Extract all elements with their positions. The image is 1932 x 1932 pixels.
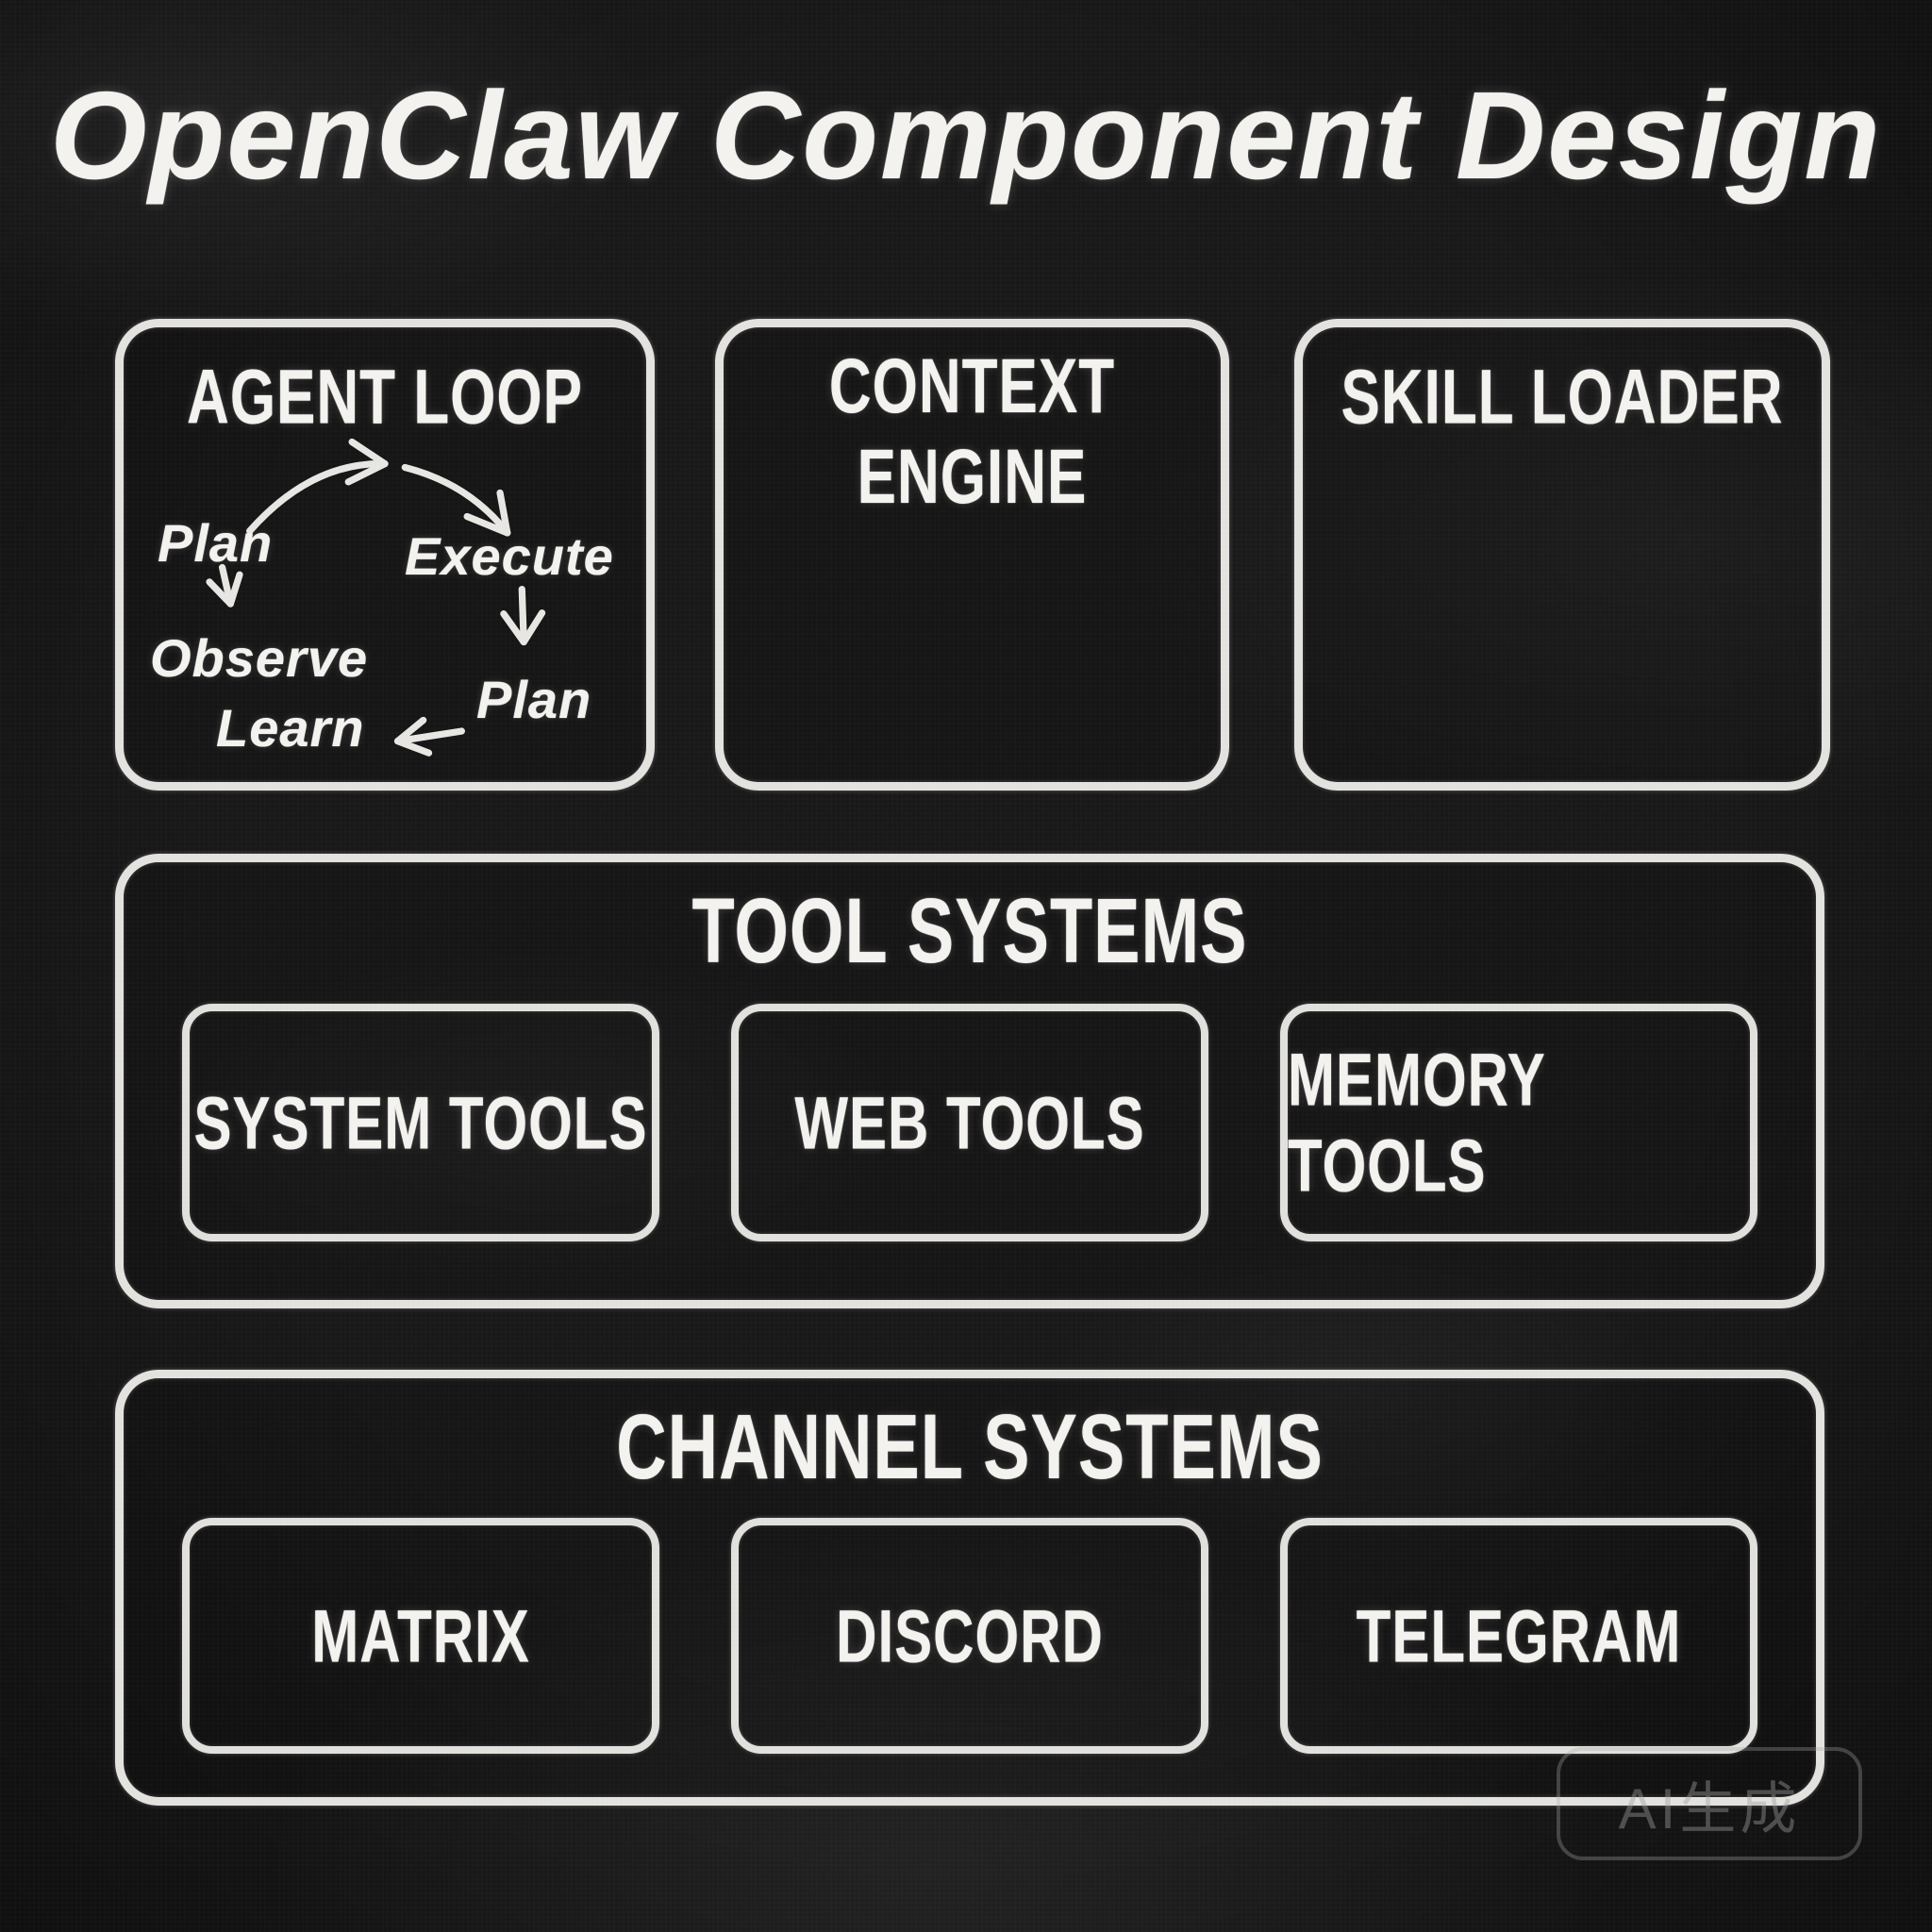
flow-node-observe: Observe [150,628,369,688]
box-telegram: TELEGRAM [1280,1518,1757,1754]
context-engine-header: CONTEXT ENGINE [724,343,1221,521]
box-tool-systems: TOOL SYSTEMS SYSTEM TOOLS WEB TOOLS MEMO… [115,854,1824,1308]
box-channel-systems: CHANNEL SYSTEMS MATRIX DISCORD TELEGRAM [115,1370,1824,1806]
ai-watermark-label: AI生成 [1618,1776,1801,1840]
box-skill-loader: SKILL LOADER [1294,319,1830,791]
arrow-execute-to-plan-icon [500,586,546,646]
flow-node-learn: Learn [216,698,365,758]
telegram-label: TELEGRAM [1356,1593,1682,1678]
ai-watermark-badge: AI生成 [1557,1747,1862,1860]
discord-label: DISCORD [836,1593,1104,1678]
agent-loop-header: AGENT LOOP [124,355,646,441]
flow-node-plan-next: Plan [476,670,592,729]
box-context-engine: CONTEXT ENGINE [715,319,1229,791]
memory-tools-label: MEMORY TOOLS [1288,1038,1545,1208]
channel-systems-row: MATRIX DISCORD TELEGRAM [182,1518,1757,1754]
system-tools-label: SYSTEM TOOLS [193,1080,648,1165]
box-memory-tools: MEMORY TOOLS [1280,1004,1757,1241]
box-discord: DISCORD [731,1518,1208,1754]
channel-systems-header: CHANNEL SYSTEMS [124,1395,1816,1499]
box-system-tools: SYSTEM TOOLS [182,1004,659,1241]
page-title: OpenClaw Component Design [49,66,1883,205]
tool-systems-row: SYSTEM TOOLS WEB TOOLS MEMORY TOOLS [182,1004,1757,1241]
skill-loader-title: SKILL LOADER [1341,354,1784,441]
tool-systems-header: TOOL SYSTEMS [124,879,1816,983]
box-web-tools: WEB TOOLS [731,1004,1208,1241]
flow-node-execute: Execute [405,526,614,586]
arrow-plan-to-execute-icon [246,438,511,537]
box-agent-loop: AGENT LOOP Plan Execute Obs [115,319,655,791]
tool-systems-title: TOOL SYSTEMS [691,878,1248,983]
matrix-label: MATRIX [311,1593,530,1678]
box-matrix: MATRIX [182,1518,659,1754]
web-tools-label: WEB TOOLS [794,1080,1145,1165]
channel-systems-title: CHANNEL SYSTEMS [616,1394,1324,1499]
arrow-plan-to-learn-icon [393,716,465,757]
skill-loader-header: SKILL LOADER [1303,355,1822,441]
context-engine-title: CONTEXT ENGINE [828,343,1116,521]
agent-loop-title: AGENT LOOP [187,354,583,441]
flow-node-plan: Plan [158,513,274,573]
